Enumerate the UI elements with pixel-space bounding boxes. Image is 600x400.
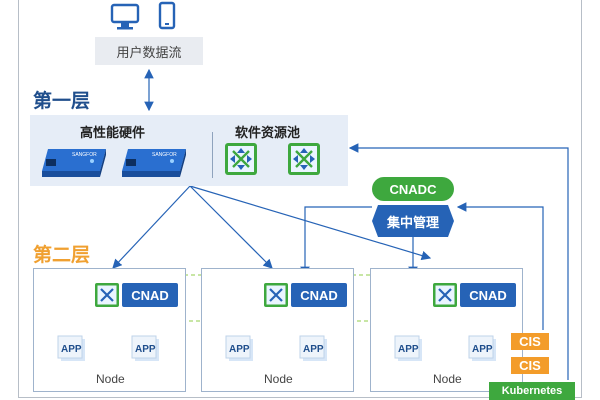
layer1-label: 第一层	[33, 91, 91, 112]
cnad-icon	[433, 283, 457, 307]
sangfor-device-icon: SANGFOR	[122, 149, 186, 177]
node-label: Node	[96, 372, 125, 386]
app-stack-icon	[299, 335, 327, 361]
virtual-resource-icon	[225, 143, 257, 175]
app-label: APP	[303, 344, 324, 355]
cnad-label: CNAD	[122, 283, 178, 307]
layer2-label: 第二层	[33, 245, 91, 266]
mgmt-line-cnadc	[456, 202, 544, 330]
cnad-icon	[264, 283, 288, 307]
app-stack-icon	[394, 335, 422, 361]
fan-line-3	[189, 185, 432, 261]
app-label: APP	[229, 344, 250, 355]
panel-divider	[212, 132, 213, 178]
cnadc-badge: CNADC	[372, 177, 454, 201]
phone-icon	[158, 1, 176, 30]
hardware-title: 高性能硬件	[80, 125, 146, 140]
app-stack-icon	[225, 335, 253, 361]
outer-frame	[18, 0, 582, 398]
cnadc-to-node2	[300, 206, 372, 277]
kubernetes-badge: Kubernetes	[489, 382, 575, 400]
mgmt-line-layer1	[348, 143, 569, 380]
device-brand-1: SANGFOR	[72, 152, 97, 158]
app-label: APP	[61, 344, 82, 355]
monitor-icon	[110, 3, 140, 30]
node-label: Node	[264, 372, 293, 386]
app-label: APP	[398, 344, 419, 355]
cis-badge: CIS	[511, 357, 549, 374]
app-stack-icon	[468, 335, 496, 361]
fan-line-2	[189, 185, 273, 269]
node-label: Node	[433, 372, 462, 386]
virtual-resource-icon	[288, 143, 320, 175]
software-pool-title: 软件资源池	[235, 125, 301, 140]
cnadc-hexagon-shape	[372, 205, 454, 237]
central-management-label: 集中管理	[386, 214, 439, 230]
device-brand-2: SANGFOR	[152, 152, 177, 158]
app-label: APP	[135, 344, 156, 355]
cnad-label: CNAD	[460, 283, 516, 307]
fan-line-1	[112, 185, 191, 269]
cis-badge: CIS	[511, 333, 549, 350]
sangfor-device-icon: SANGFOR	[42, 149, 106, 177]
user-data-flow-label: 用户数据流	[95, 37, 203, 65]
app-stack-icon	[57, 335, 85, 361]
cnad-icon	[95, 283, 119, 307]
app-label: APP	[472, 344, 493, 355]
app-stack-icon	[131, 335, 159, 361]
cnad-label: CNAD	[291, 283, 347, 307]
